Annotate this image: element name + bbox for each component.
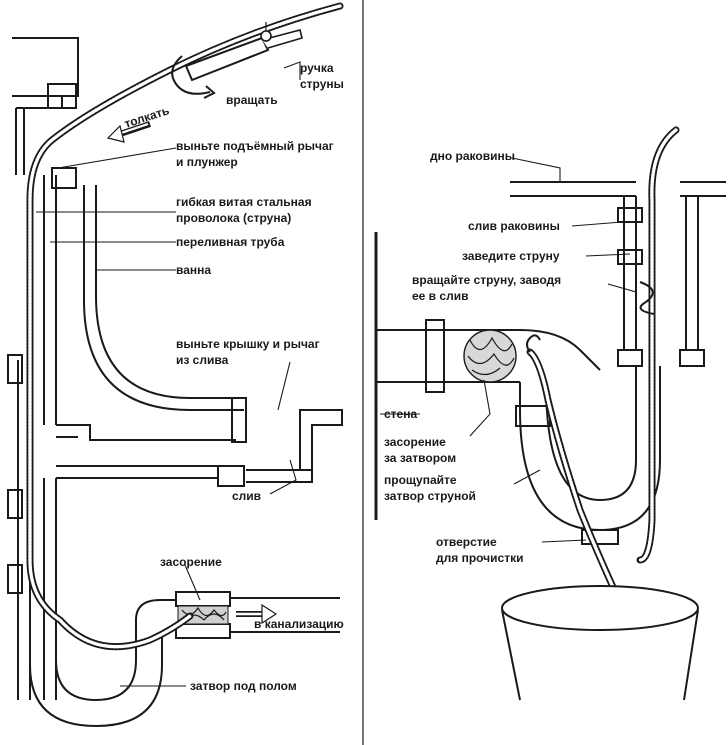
sink-trap-inner: [545, 366, 637, 502]
label-cleanout-2: для прочистки: [436, 551, 523, 565]
trap-coupling-bottom: [175, 623, 231, 639]
auger-handle: [184, 22, 303, 82]
right-nut: [679, 349, 705, 367]
sink-diagram: дно раковины слив раковины заведите стру…: [374, 126, 726, 701]
label-handle-1: ручка: [300, 61, 334, 75]
label-drain: слив: [232, 489, 261, 503]
label-wire-2: проволока (струна): [176, 211, 291, 225]
label-clog: засорение: [160, 555, 222, 569]
label-wire-1: гибкая витая стальная: [176, 195, 312, 209]
sink-bottom-right: [680, 181, 726, 197]
label-probe-trap-1: прощупайте: [384, 473, 457, 487]
coupling-3: [7, 564, 23, 594]
drain-coupling: [217, 465, 245, 487]
overflow-pipe: [43, 175, 57, 425]
sink-clog: [463, 329, 517, 383]
standpipe-inner: [43, 478, 57, 700]
label-overflow-pipe: переливная труба: [176, 235, 285, 249]
label-clog-behind-2: за затвором: [384, 451, 456, 465]
floor-trap-outer: [29, 610, 163, 728]
right-leader-lines: [380, 157, 637, 543]
label-remove-lever-2: и плунжер: [176, 155, 238, 169]
tub-drain-fitting: [231, 397, 247, 443]
coupling-1: [7, 354, 23, 384]
rotate-arrow-right: [639, 281, 655, 315]
auger-cable-right-sink: [636, 126, 680, 564]
right-tailpiece: [685, 196, 699, 350]
cleanout-plug: [581, 529, 619, 545]
bucket: [501, 585, 699, 701]
bathtub-diagram: ручка струны вращать толкать выньте подъ…: [7, 0, 364, 745]
label-sink-drain: слив раковины: [468, 219, 560, 233]
label-rotate-cable-1: вращайте струну, заводя: [412, 273, 561, 287]
sink-trap-outer: [519, 366, 661, 532]
label-probe-trap-2: затвор струной: [384, 489, 476, 503]
sewer-pipe: [230, 597, 340, 633]
label-bathtub: ванна: [176, 263, 211, 277]
label-rotate: вращать: [226, 93, 278, 107]
label-cleanout-1: отверстие: [436, 535, 497, 549]
wall-rim: [12, 37, 79, 97]
bathtub-inner: [95, 185, 244, 399]
drain-pipe: [246, 469, 313, 483]
label-remove-cap-2: из слива: [176, 353, 229, 367]
label-insert-cable: заведите струну: [462, 249, 560, 263]
tailpiece-nut-mid: [617, 249, 643, 265]
label-to-sewer: в канализацию: [254, 617, 344, 631]
trap-coupling-top: [175, 591, 231, 607]
coupling-2: [7, 489, 23, 519]
drain-cap-fitting: [299, 409, 343, 471]
tub-drain-line: [56, 424, 236, 441]
label-clog-behind-1: засорение: [384, 435, 446, 449]
label-floor-trap: затвор под полом: [190, 679, 297, 693]
label-remove-lever-1: выньте подъёмный рычаг: [176, 139, 334, 153]
label-sink-bottom: дно раковины: [430, 149, 515, 163]
left-leader-lines: [36, 61, 301, 687]
cable-tip: [526, 334, 541, 353]
label-wall: стена: [384, 407, 417, 421]
tailpiece-nut-top: [617, 207, 643, 223]
tub-wall: [15, 108, 25, 175]
rotate-arrow-left: [171, 55, 211, 95]
bathtub-outline: [83, 185, 244, 411]
floor-trap-inner: [55, 620, 137, 702]
tub-rim-inner: [16, 96, 63, 109]
tailpiece-nut-bottom: [617, 349, 643, 367]
push-arrow: [106, 121, 151, 143]
label-remove-cap-1: выньте крышку и рычаг: [176, 337, 320, 351]
label-handle-2: струны: [300, 77, 344, 91]
arm-coupling: [425, 319, 445, 393]
tailpiece: [623, 196, 637, 350]
waste-pipe: [56, 465, 218, 479]
sink-bottom-left: [510, 181, 636, 197]
overflow-fitting: [47, 83, 77, 109]
label-rotate-cable-2: ее в слив: [412, 289, 468, 303]
overflow-plate: [51, 167, 77, 189]
